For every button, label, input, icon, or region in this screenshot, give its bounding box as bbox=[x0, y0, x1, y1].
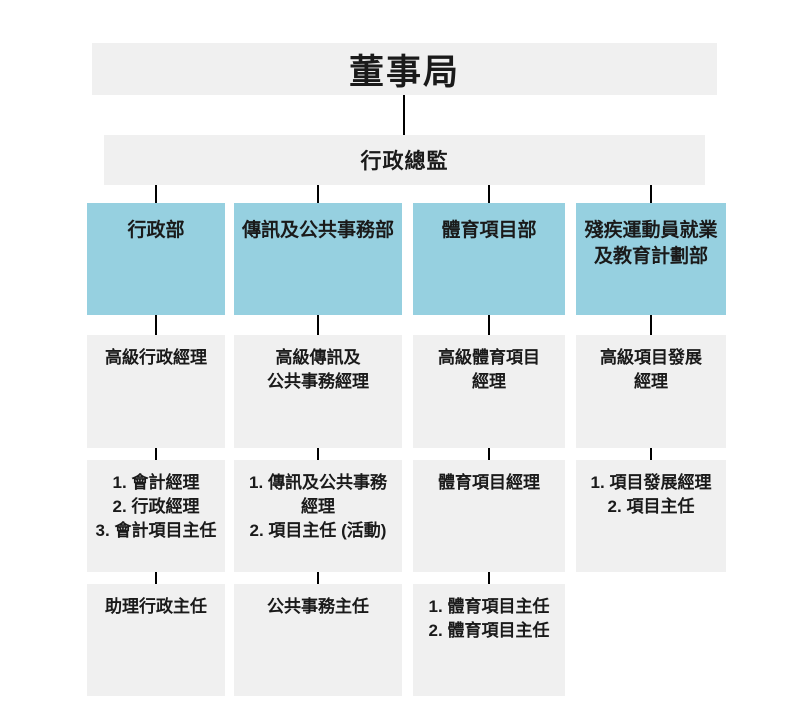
staff-label-line: 高級項目發展 bbox=[600, 348, 702, 367]
node-board-label: 董事局 bbox=[348, 52, 460, 92]
connector-senior-middle-admin bbox=[155, 448, 157, 460]
staff-label-line: 2. 體育項目主任 bbox=[428, 621, 550, 640]
node-dept-athlete-program: 殘疾運動員就業 及教育計劃部 bbox=[576, 203, 726, 315]
connector-ceo-dept-comms bbox=[317, 185, 319, 203]
staff-label-line: 公共事務經理 bbox=[267, 372, 369, 391]
node-ceo-label: 行政總監 bbox=[360, 150, 449, 173]
node-senior-project-dev-manager: 高級項目發展 經理 bbox=[576, 335, 726, 448]
connector-ceo-dept-admin bbox=[155, 185, 157, 203]
dept-label-line: 傳訊及公共事務部 bbox=[241, 220, 394, 241]
dept-label-line: 及教育計劃部 bbox=[593, 246, 708, 267]
staff-label-line: 經理 bbox=[634, 372, 668, 391]
staff-label-line: 高級行政經理 bbox=[105, 348, 207, 367]
staff-label-line: 1. 體育項目主任 bbox=[428, 597, 550, 616]
node-sports-manager: 體育項目經理 bbox=[413, 460, 565, 572]
node-senior-comms-manager: 高級傳訊及 公共事務經理 bbox=[234, 335, 402, 448]
staff-label-line: 1. 會計經理 bbox=[112, 473, 200, 492]
staff-label-line: 2. 行政經理 bbox=[112, 497, 200, 516]
connector-dept-senior-admin bbox=[155, 315, 157, 335]
connector-middle-bottom-comms bbox=[317, 572, 319, 584]
connector-middle-bottom-sports bbox=[488, 572, 490, 584]
staff-label-line: 高級體育項目 bbox=[438, 348, 540, 367]
connector-dept-senior-comms bbox=[317, 315, 319, 335]
staff-label-line: 2. 項目主任 (活動) bbox=[249, 521, 387, 540]
staff-label-line: 公共事務主任 bbox=[267, 597, 369, 616]
staff-label-line: 助理行政主任 bbox=[105, 597, 207, 616]
node-comms-managers-list: 1. 傳訊及公共事務 經理 2. 項目主任 (活動) bbox=[234, 460, 402, 572]
node-board: 董事局 bbox=[92, 43, 717, 95]
dept-label-line: 行政部 bbox=[127, 220, 185, 241]
node-senior-admin-manager: 高級行政經理 bbox=[87, 335, 225, 448]
node-admin-managers-list: 1. 會計經理 2. 行政經理 3. 會計項目主任 bbox=[87, 460, 225, 572]
staff-label-line: 體育項目經理 bbox=[438, 473, 540, 492]
connector-dept-senior-athlete-program bbox=[650, 315, 652, 335]
node-dept-sports: 體育項目部 bbox=[413, 203, 565, 315]
node-ceo: 行政總監 bbox=[104, 135, 705, 185]
staff-label-line: 高級傳訊及 bbox=[275, 348, 361, 367]
connector-middle-bottom-admin bbox=[155, 572, 157, 584]
node-project-dev-list: 1. 項目發展經理 2. 項目主任 bbox=[576, 460, 726, 572]
dept-label-line: 體育項目部 bbox=[441, 220, 537, 241]
dept-label-line: 殘疾運動員就業 bbox=[584, 220, 718, 241]
connector-ceo-dept-athlete-program bbox=[650, 185, 652, 203]
connector-senior-middle-sports bbox=[488, 448, 490, 460]
connector-dept-senior-sports bbox=[488, 315, 490, 335]
connector-senior-middle-athlete-program bbox=[650, 448, 652, 460]
staff-label-line: 1. 傳訊及公共事務 bbox=[249, 473, 387, 492]
node-dept-admin: 行政部 bbox=[87, 203, 225, 315]
staff-label-line: 3. 會計項目主任 bbox=[95, 521, 217, 540]
staff-label-line: 經理 bbox=[472, 372, 506, 391]
connector-ceo-dept-sports bbox=[488, 185, 490, 203]
connector-senior-middle-comms bbox=[317, 448, 319, 460]
node-sports-officers-list: 1. 體育項目主任 2. 體育項目主任 bbox=[413, 584, 565, 696]
staff-label-line: 1. 項目發展經理 bbox=[590, 473, 712, 492]
connector-board-ceo bbox=[403, 95, 405, 135]
node-senior-sports-manager: 高級體育項目 經理 bbox=[413, 335, 565, 448]
staff-label-line: 2. 項目主任 bbox=[607, 497, 695, 516]
staff-label-line: 經理 bbox=[301, 497, 335, 516]
node-dept-comms: 傳訊及公共事務部 bbox=[234, 203, 402, 315]
node-assistant-admin-officer: 助理行政主任 bbox=[87, 584, 225, 696]
node-public-affairs-officer: 公共事務主任 bbox=[234, 584, 402, 696]
